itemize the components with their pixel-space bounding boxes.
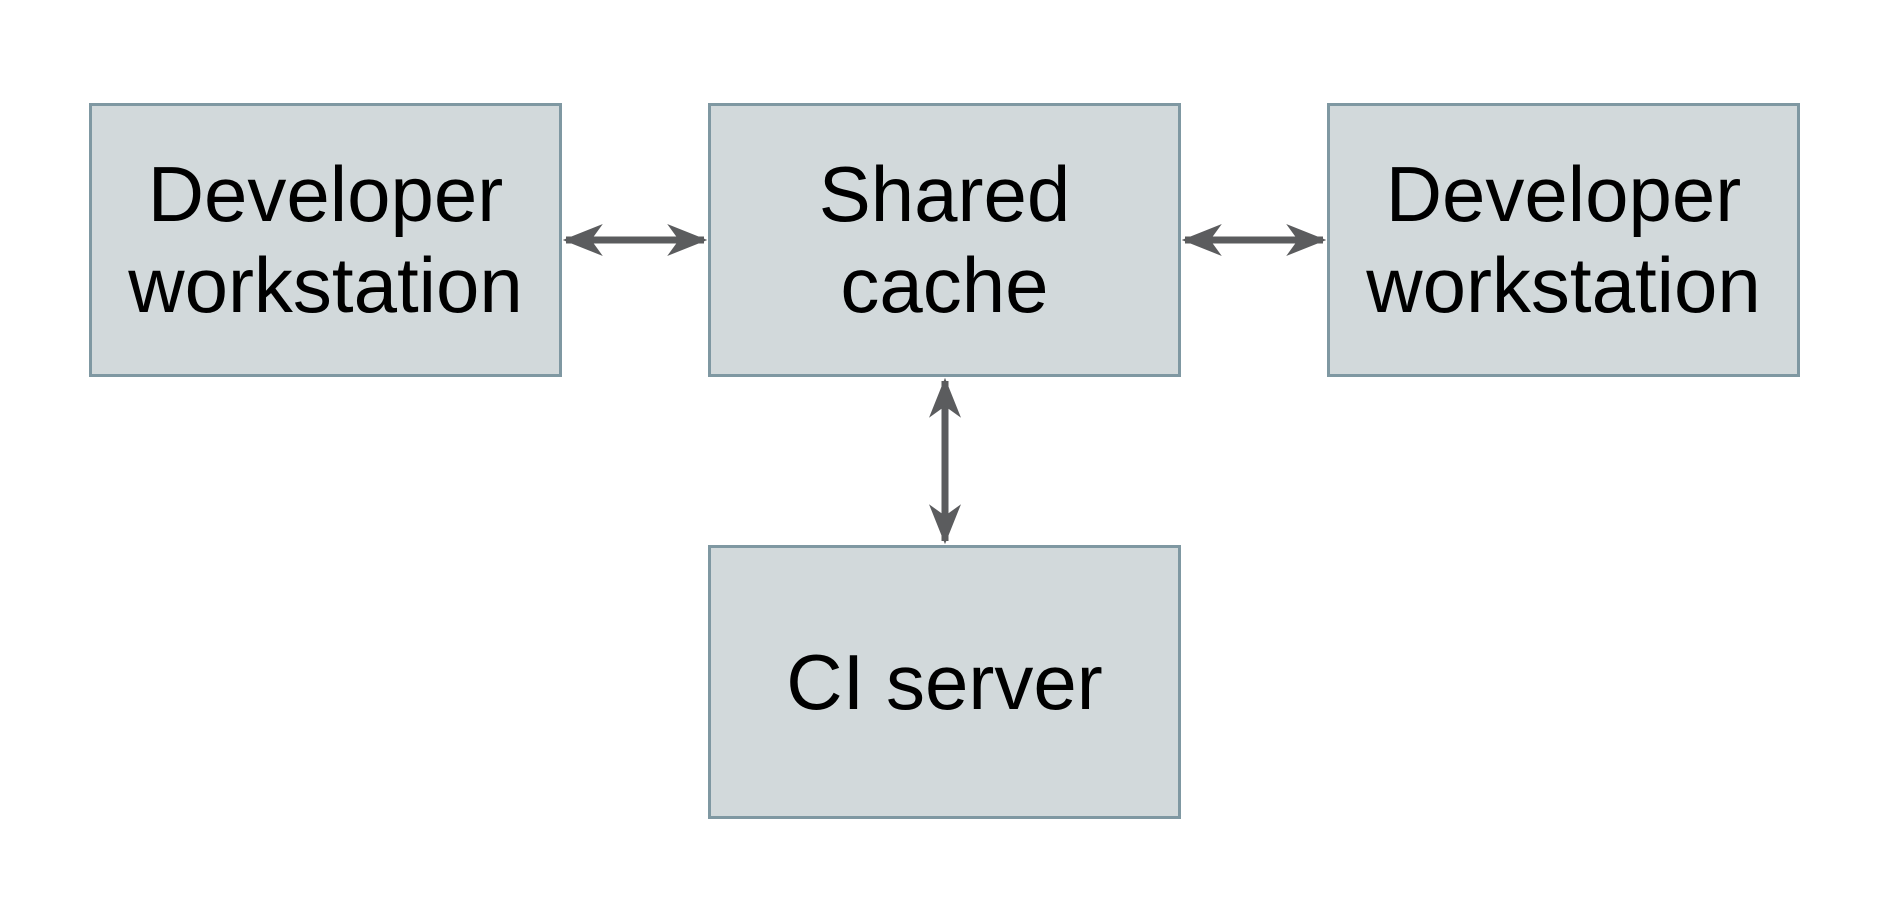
node-label-line: workstation bbox=[128, 241, 523, 329]
node-label-line: Developer bbox=[1385, 150, 1742, 238]
node-label-line: workstation bbox=[1366, 241, 1761, 329]
node-ci-server: CI server bbox=[708, 545, 1181, 819]
node-label-line: Shared bbox=[818, 150, 1071, 238]
node-label-line: CI server bbox=[786, 637, 1103, 726]
node-developer-workstation-left: Developer workstation bbox=[89, 103, 562, 377]
node-shared-cache: Shared cache bbox=[708, 103, 1181, 377]
node-label-line: cache bbox=[840, 241, 1049, 329]
node-label-line: Developer bbox=[147, 150, 504, 238]
node-developer-workstation-right: Developer workstation bbox=[1327, 103, 1800, 377]
